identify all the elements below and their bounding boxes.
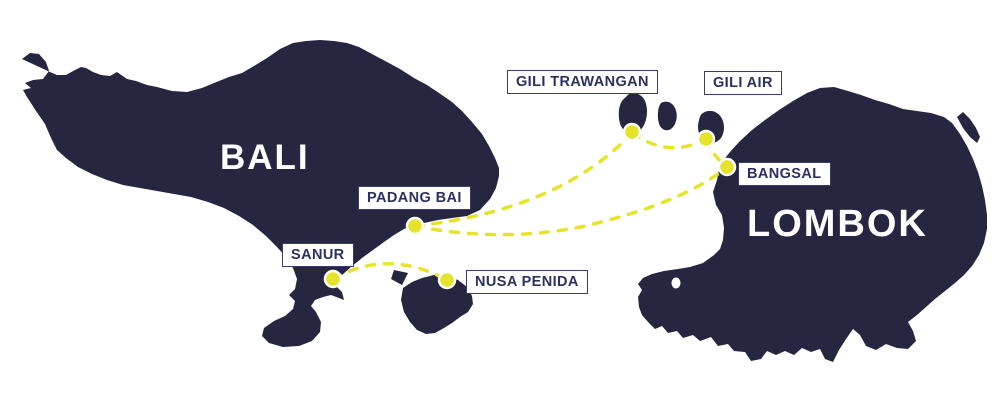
lombok-islet-shape: [957, 112, 980, 143]
route-padang-bai-gili-trawangan: [413, 131, 634, 228]
island-label-lombok: LOMBOK: [747, 205, 928, 243]
lombok-lake-hole: [671, 277, 681, 289]
port-dot-nusa-penida: [437, 270, 457, 290]
port-label-nusa-penida: NUSA PENIDA: [466, 270, 588, 294]
nusa-lembongan-island-shape: [391, 270, 408, 285]
port-dot-padang-bai: [405, 216, 425, 236]
port-label-padang-bai-text: PADANG BAI: [367, 190, 462, 206]
port-label-gili-trawangan-text: GILI TRAWANGAN: [516, 74, 649, 90]
port-label-padang-bai: PADANG BAI: [358, 186, 471, 210]
port-label-gili-air: GILI AIR: [704, 71, 782, 95]
route-gili-trawangan-gili-air: [630, 131, 708, 150]
port-dot-gili-trawangan: [622, 122, 642, 142]
port-dot-sanur: [323, 269, 343, 289]
gili-meno-island-shape: [657, 101, 677, 131]
port-dot-gili-air: [696, 129, 716, 149]
port-label-gili-trawangan: GILI TRAWANGAN: [507, 70, 658, 94]
port-label-bangsal-text: BANGSAL: [747, 166, 822, 182]
port-dot-bangsal: [717, 157, 737, 177]
port-label-sanur-text: SANUR: [291, 247, 345, 263]
lombok-island-shape: [638, 87, 987, 362]
port-label-sanur: SANUR: [282, 243, 354, 267]
bali-island-shape: [22, 40, 499, 347]
island-label-lombok-text: LOMBOK: [747, 203, 928, 245]
island-label-bali: BALI: [220, 140, 310, 175]
gili-trawangan-island-shape: [618, 93, 647, 134]
port-label-nusa-penida-text: NUSA PENIDA: [475, 274, 579, 290]
route-padang-bai-bangsal: [413, 165, 729, 237]
island-label-bali-text: BALI: [220, 138, 310, 177]
nusa-penida-island-shape: [401, 275, 473, 334]
port-label-gili-air-text: GILI AIR: [713, 75, 773, 91]
route-sanur-nusa-penida: [331, 262, 449, 282]
port-label-bangsal: BANGSAL: [738, 162, 831, 186]
